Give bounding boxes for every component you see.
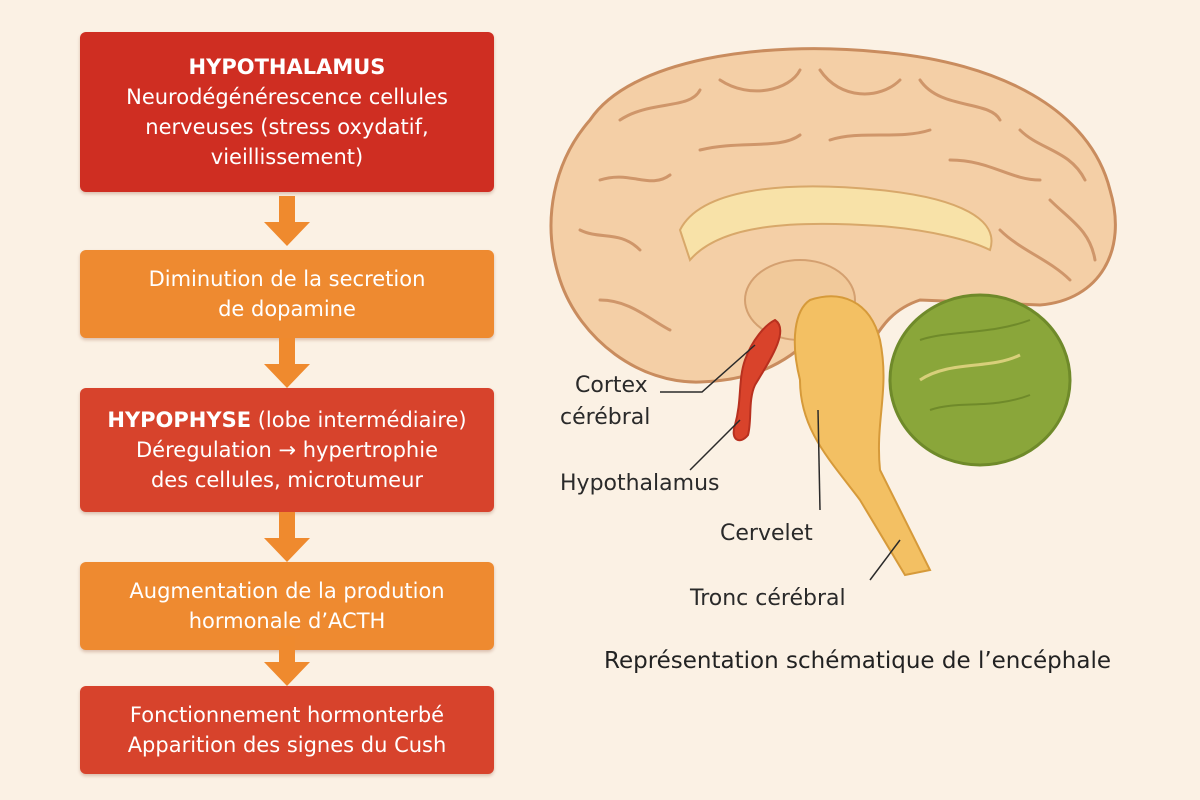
hypophyse-box-title: HYPOPHYSE	[107, 408, 252, 432]
hypothalamus-box-line-1: Neurodégénérescence cellules	[126, 85, 448, 109]
hypothalamus-shape	[732, 318, 782, 442]
acth-box-line-2: hormonale d’ACTH	[188, 609, 386, 633]
hypothalamus-box-line-3: vieillissement)	[210, 145, 364, 169]
dopamine-box-line-2: de dopamine	[218, 297, 356, 321]
flow-arrow-3	[264, 512, 310, 562]
corpus-callosum	[678, 185, 993, 262]
gyri-lines	[578, 68, 1097, 332]
label-tronc-cerebral: Tronc cérébral	[690, 586, 846, 611]
cushing-box-line-2: Apparition des signes du Cush	[127, 733, 447, 757]
cerebellum-shape	[888, 293, 1072, 467]
hypophyse-box-line-2: des cellules, microtumeur	[150, 468, 424, 492]
hypothalamus-box-title: HYPOTHALAMUS	[188, 55, 386, 79]
hypothalamus-box-line-2: nerveuses (stress oxydatif,	[145, 115, 429, 139]
label-hypothalamus: Hypothalamus	[560, 471, 720, 496]
hypophyse-box: HYPOPHYSE (lobe intermédiaire) Déregulat…	[80, 388, 494, 512]
acth-box: Augmentation de la prodution hormonale d…	[80, 562, 494, 650]
leader-lines	[660, 344, 901, 581]
hypophyse-box-line-1: Déregulation → hypertrophie	[136, 438, 438, 462]
cushing-box-line-1: Fonctionnement hormonterbé	[129, 703, 445, 727]
flow-arrow-2	[264, 338, 310, 388]
acth-box-line-1: Augmentation de la prodution	[129, 579, 445, 603]
dopamine-box-line-1: Diminution de la secretion	[148, 267, 426, 291]
hypophyse-box-title-line: HYPOPHYSE (lobe intermédiaire)	[107, 405, 466, 435]
dopamine-box: Diminution de la secretion de dopamine	[80, 250, 494, 338]
label-cortex-line-2: cérébral	[560, 405, 651, 430]
diagram-caption: Représentation schématique de l’encéphal…	[604, 648, 1111, 674]
flow-arrow-4	[264, 636, 310, 686]
brain-illustration	[549, 47, 1117, 581]
brainstem-shape	[793, 295, 932, 577]
flow-arrow-1	[264, 196, 310, 246]
label-cervelet: Cervelet	[720, 521, 813, 546]
hypothalamus-box: HYPOTHALAMUS Neurodégénérescence cellule…	[80, 32, 494, 192]
label-cortex-line-1: Cortex	[575, 373, 648, 398]
hypophyse-box-title-suffix: (lobe intermédiaire)	[251, 408, 467, 432]
cushing-box: Fonctionnement hormonterbé Apparition de…	[80, 686, 494, 774]
